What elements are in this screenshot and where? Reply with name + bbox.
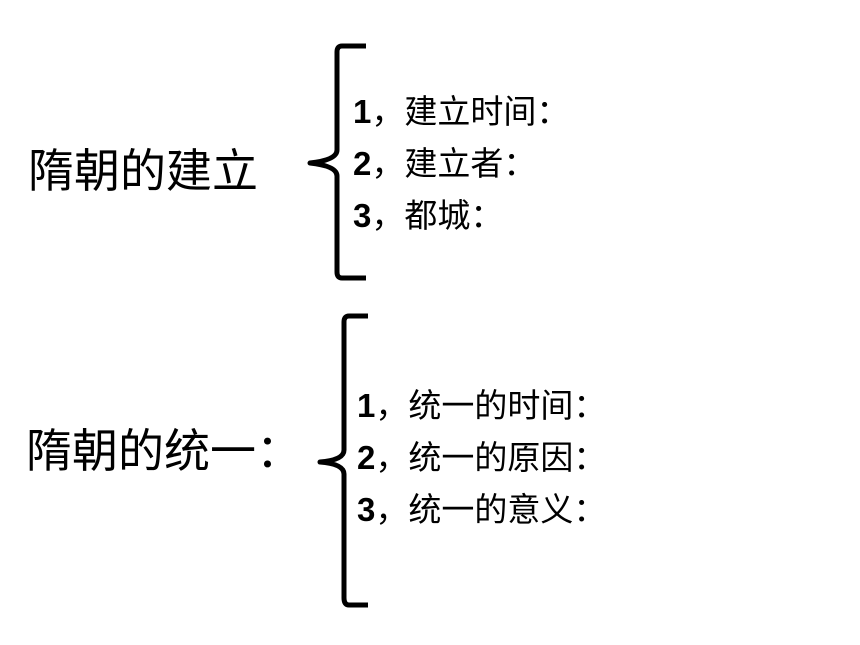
- list-item-unification-time: 1，统一的时间：: [357, 389, 606, 422]
- brace-section2: [317, 313, 368, 608]
- item-number: 3: [357, 491, 376, 528]
- list-item-unification-significance: 3，统一的意义：: [357, 493, 606, 526]
- list-item-founder: 2，建立者：: [353, 147, 536, 180]
- item-label: ，统一的意义：: [375, 490, 607, 529]
- item-number: 2: [353, 145, 372, 182]
- list-item-unification-reason: 2，统一的原因：: [357, 441, 606, 474]
- item-label: ，建立时间：: [371, 92, 570, 131]
- item-label: ，都城：: [371, 196, 504, 235]
- item-number: 1: [357, 387, 376, 424]
- item-label: ，统一的原因：: [375, 438, 607, 477]
- list-item-founding-time: 1，建立时间：: [353, 95, 569, 128]
- item-label: ，建立者：: [371, 144, 537, 183]
- item-number: 3: [353, 197, 372, 234]
- item-number: 2: [357, 439, 376, 476]
- brace-section1: [307, 43, 366, 281]
- item-label: ，统一的时间：: [375, 386, 607, 425]
- item-number: 1: [353, 93, 372, 130]
- topic-sui-founding: 隋朝的建立: [28, 144, 258, 198]
- list-item-capital: 3，都城：: [353, 199, 503, 232]
- topic-sui-unification: 隋朝的统一：: [26, 424, 302, 478]
